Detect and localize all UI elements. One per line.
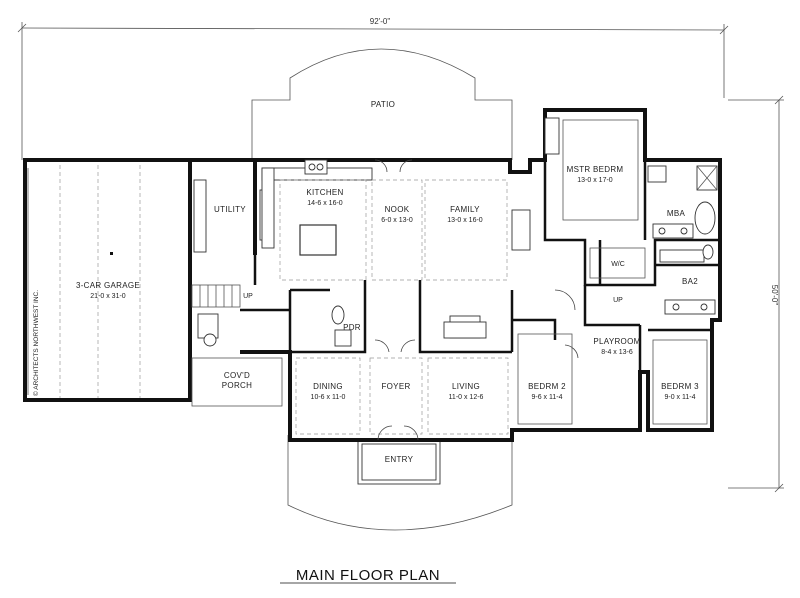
family-size: 13-0 x 16-0 <box>447 217 483 224</box>
foyer-label: FOYER <box>381 382 410 391</box>
bedroom-2: BEDRM 2 9-6 x 11-4 <box>517 333 573 425</box>
nook-label: NOOK <box>385 205 410 214</box>
bedrm2-size: 9-6 x 11-4 <box>532 394 563 401</box>
wic-label: W/C <box>611 261 625 268</box>
master-bath: MBA <box>647 165 718 239</box>
bedrm2-label: BEDRM 2 <box>528 382 566 391</box>
playroom-label: PLAYROOM <box>593 337 640 346</box>
entry-outline: ENTRY <box>287 435 513 531</box>
mba-label: MBA <box>667 209 686 218</box>
depth-dimension-label: 50'-0" <box>770 285 779 306</box>
walk-in-closet: W/C <box>589 247 646 279</box>
dining-size: 10-6 x 11-0 <box>311 394 346 401</box>
living: LIVING 11-0 x 12-6 <box>427 357 509 435</box>
credit-label: © ARCHITECTS NORTHWEST INC. <box>32 290 40 396</box>
playroom-size: 8-4 x 13-6 <box>601 349 633 356</box>
stairs: UP <box>191 284 253 347</box>
master-bedroom: MSTR BEDRM 13-0 x 17-0 <box>544 117 639 221</box>
living-label: LIVING <box>452 382 480 391</box>
bedrm3-label: BEDRM 3 <box>661 382 699 391</box>
master-label: MSTR BEDRM <box>567 165 624 174</box>
garage-size: 21-0 x 31-0 <box>90 293 126 300</box>
bedrm3-size: 9-0 x 11-4 <box>665 394 696 401</box>
kitchen-label: KITCHEN <box>306 188 343 197</box>
width-dimension-label: 92'-0" <box>370 17 391 26</box>
kitchen-size: 14-6 x 16-0 <box>307 200 343 207</box>
master-size: 13-0 x 17-0 <box>577 177 613 184</box>
garage-label: 3-CAR GARAGE <box>76 281 140 290</box>
garage: 3-CAR GARAGE 21-0 x 31-0 © ARCHITECTS NO… <box>23 158 192 402</box>
plan-title: MAIN FLOOR PLAN <box>296 567 440 584</box>
overall-width-dimension: 92'-0" <box>17 17 729 160</box>
living-size: 11-0 x 12-6 <box>449 394 484 401</box>
pdr-label: PDR <box>343 323 361 332</box>
playroom: UP PLAYROOM 8-4 x 13-6 <box>554 289 640 359</box>
patio-outline: PATIO <box>251 48 513 160</box>
dining-label: DINING <box>313 382 343 391</box>
family-label: FAMILY <box>450 205 480 214</box>
family: FAMILY 13-0 x 16-0 <box>424 179 531 281</box>
fireplace-hearth <box>443 321 487 339</box>
powder-room: PDR <box>331 305 361 347</box>
dining: DINING 10-6 x 11-0 <box>295 357 361 435</box>
porch-label-2: PORCH <box>222 381 252 390</box>
entry-label: ENTRY <box>385 455 414 464</box>
overall-depth-dimension: 50'-0" <box>728 95 784 493</box>
main-exterior-wall <box>240 108 722 442</box>
interior-walls <box>240 160 720 372</box>
covered-porch: COV'D PORCH <box>191 357 283 407</box>
porch-label-1: COV'D <box>224 371 250 380</box>
nook: NOOK 6-0 x 13-0 <box>371 159 423 281</box>
patio-label: PATIO <box>371 100 395 109</box>
foyer: FOYER <box>369 339 423 441</box>
stair-up-label-2: UP <box>613 297 623 304</box>
ba2-label: BA2 <box>682 277 698 286</box>
utility: UTILITY <box>190 158 273 255</box>
nook-size: 6-0 x 13-0 <box>381 217 413 224</box>
utility-label: UTILITY <box>214 205 246 214</box>
kitchen: KITCHEN 14-6 x 16-0 <box>261 159 373 281</box>
bath-2: BA2 <box>659 244 716 315</box>
bedroom-3: BEDRM 3 9-0 x 11-4 <box>652 339 708 425</box>
stair-up-label-1: UP <box>243 293 253 300</box>
